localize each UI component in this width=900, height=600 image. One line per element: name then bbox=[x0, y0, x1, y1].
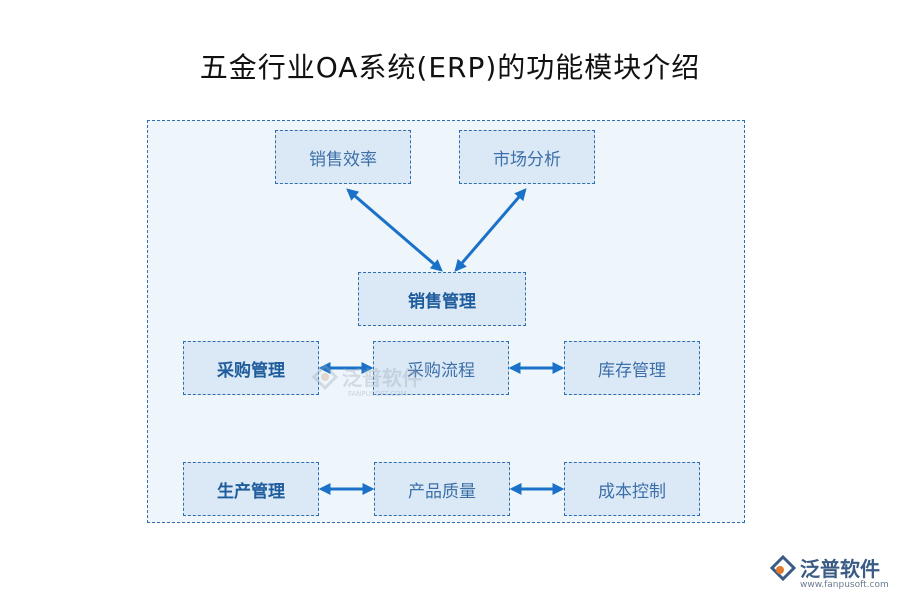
watermark: 泛普软件 bbox=[312, 362, 422, 391]
box-product-quality: 产品质量 bbox=[374, 462, 510, 516]
arrow-market-analysis-to-sales-management bbox=[454, 188, 527, 272]
box-sales-management: 销售管理 bbox=[358, 272, 526, 326]
box-purchase-management: 采购管理 bbox=[183, 341, 319, 395]
brand-logo-icon bbox=[770, 554, 796, 581]
box-inventory-management: 库存管理 bbox=[564, 341, 700, 395]
box-market-analysis: 市场分析 bbox=[459, 130, 595, 184]
watermark-text: 泛普软件 bbox=[342, 366, 422, 390]
brand-url: www.fanpusoft.com bbox=[800, 580, 889, 590]
box-cost-control: 成本控制 bbox=[564, 462, 700, 516]
brand-logo: 泛普软件 bbox=[770, 553, 880, 582]
brand-name: 泛普软件 bbox=[800, 557, 880, 581]
arrow-sales-efficiency-to-sales-management bbox=[346, 188, 443, 272]
box-sales-efficiency: 销售效率 bbox=[275, 130, 411, 184]
watermark-logo-icon bbox=[312, 363, 338, 390]
watermark-subtext: FANPUSOFT.COM bbox=[348, 390, 407, 398]
page-title: 五金行业OA系统(ERP)的功能模块介绍 bbox=[199, 51, 701, 84]
box-purchase-process: 采购流程 bbox=[373, 341, 509, 395]
box-production-management: 生产管理 bbox=[183, 462, 319, 516]
